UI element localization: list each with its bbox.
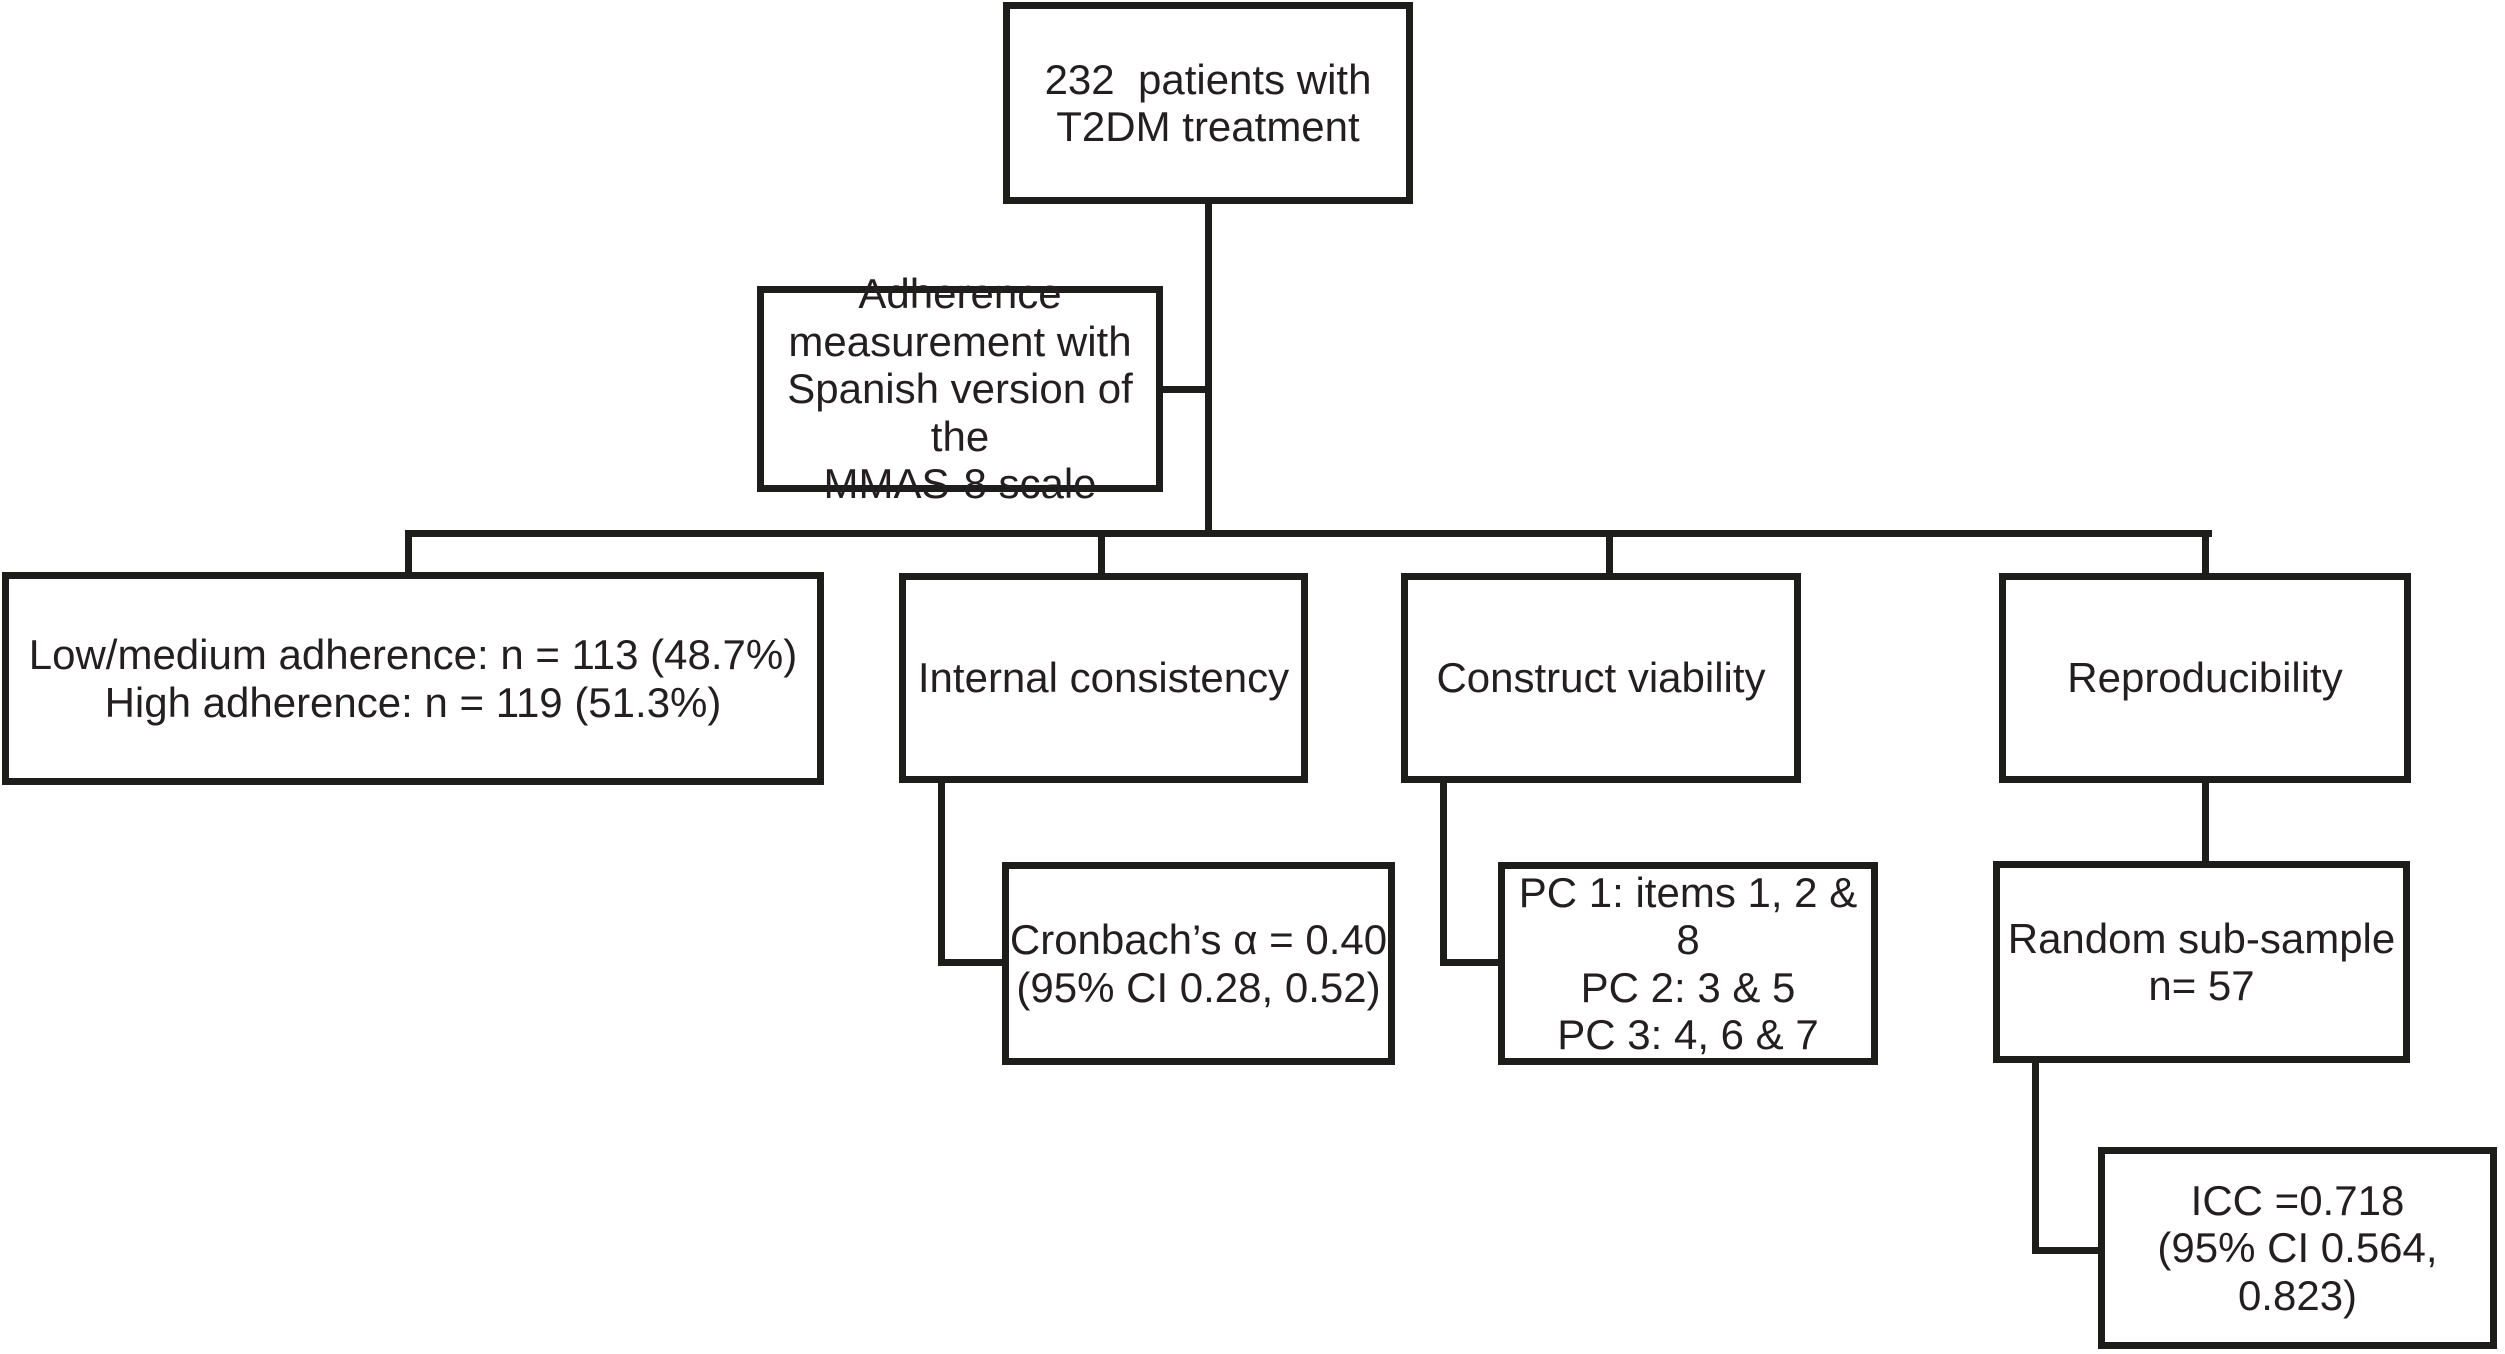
- node-text-line: Construct viability: [1436, 654, 1766, 702]
- node-adherence-results: Low/medium adherence: n = 113 (48.7%) Hi…: [2, 572, 824, 785]
- node-text-line: T2DM treatment: [1056, 103, 1360, 150]
- node-text-line: PC 1: items 1, 2 & 8: [1518, 868, 1869, 964]
- node-text-line: Adherence: [858, 270, 1062, 318]
- connector-reproducibility-vertical: [2202, 778, 2209, 866]
- connector-construct-elbow-vertical: [1440, 778, 1447, 966]
- node-icc: ICC =0.718 (95% CI 0.564, 0.823): [2098, 1147, 2497, 1349]
- node-internal-consistency: Internal consistency: [899, 573, 1308, 783]
- node-text-line: PC 3: 4, 6 & 7: [1557, 1010, 1819, 1058]
- node-text-line: PC 2: 3 & 5: [1580, 963, 1796, 1011]
- connector-subsample-elbow-vertical: [2032, 1058, 2039, 1254]
- connector-construct-elbow-horizontal: [1440, 959, 1504, 966]
- connector-drop-internal-consistency: [1098, 530, 1105, 578]
- node-text-line: Cronbach’s α = 0.40: [1009, 916, 1388, 964]
- connector-drop-reproducibility: [2202, 530, 2209, 578]
- node-reproducibility: Reproducibility: [1999, 573, 2411, 783]
- connector-distribution-horizontal: [405, 530, 2212, 537]
- node-patients: 232 patients with T2DM treatment: [1003, 2, 1413, 204]
- node-text-line: 232 patients with: [1044, 55, 1372, 103]
- node-text-line: Low/medium adherence: n = 113 (48.7%): [28, 631, 798, 679]
- connector-subsample-elbow-horizontal: [2032, 1247, 2104, 1254]
- connector-drop-construct-viability: [1606, 530, 1613, 578]
- node-text-line: (95% CI 0.564, 0.823): [2157, 1224, 2450, 1319]
- connector-adherence-stub: [1160, 386, 1212, 393]
- node-text-line: High adherence: n = 119 (51.3%): [104, 678, 722, 726]
- node-text-line: (95% CI 0.28, 0.52): [1016, 963, 1381, 1011]
- node-text-line: measurement with: [788, 317, 1132, 365]
- node-text-line: Reproducibility: [2067, 654, 2343, 702]
- node-text-line: Internal consistency: [917, 654, 1290, 702]
- node-principal-components: PC 1: items 1, 2 & 8 PC 2: 3 & 5 PC 3: 4…: [1498, 862, 1878, 1065]
- node-random-subsample: Random sub-sample n= 57: [1993, 861, 2410, 1063]
- node-construct-viability: Construct viability: [1401, 573, 1801, 783]
- node-text-line: ICC =0.718: [2190, 1176, 2405, 1224]
- node-text-line: Spanish version of the: [787, 365, 1145, 460]
- connector-internal-elbow-horizontal: [938, 959, 1008, 966]
- node-adherence-measurement: Adherence measurement with Spanish versi…: [757, 270, 1163, 507]
- connector-drop-adherence-results: [405, 530, 412, 576]
- node-text-line: MMAS-8 scale: [823, 460, 1097, 508]
- node-text-line: Random sub-sample: [2007, 914, 2396, 962]
- connector-top-vertical: [1205, 200, 1212, 537]
- node-text-line: n= 57: [2148, 962, 2255, 1009]
- connector-internal-elbow-vertical: [938, 778, 945, 966]
- node-cronbach-alpha: Cronbach’s α = 0.40 (95% CI 0.28, 0.52): [1002, 862, 1395, 1065]
